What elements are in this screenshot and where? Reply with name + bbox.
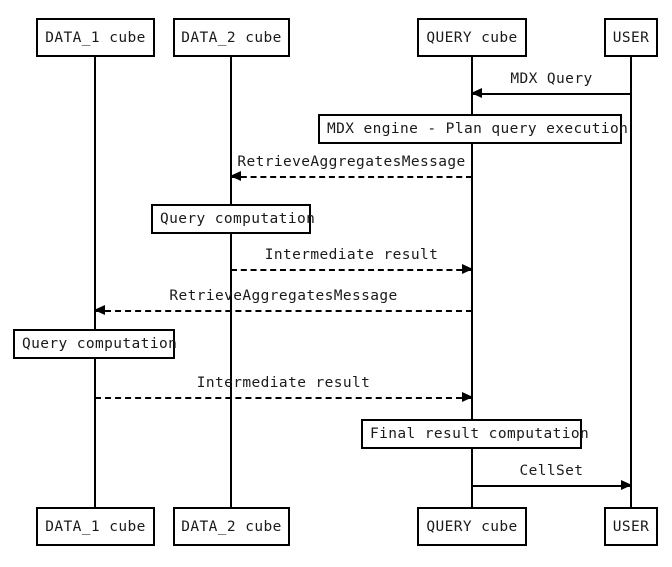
lifeline-head-data2-top[interactable]: DATA_2 cube [173,18,290,57]
lifeline-data1 [94,57,96,507]
lifeline-head-user-bottom[interactable]: USER [604,507,658,546]
message-label: Intermediate result [264,247,439,263]
lifeline-head-data1-top[interactable]: DATA_1 cube [36,18,155,57]
exec-query-comp-1[interactable]: Query computation [13,329,178,359]
exec-final-result[interactable]: Final result computation [361,419,589,449]
message-line [472,485,631,487]
lifeline-label: USER [612,518,650,535]
exec-mdx-engine[interactable]: MDX engine - Plan query execution [318,114,628,144]
lifeline-label: QUERY cube [426,518,518,535]
lifeline-user [630,57,632,507]
exec-query-comp-2[interactable]: Query computation [151,204,315,234]
arrow-head-icon [471,88,482,98]
execution-label: Query computation [160,211,316,227]
message-line [231,269,472,271]
arrow-head-icon [94,305,105,315]
message-line [231,176,472,178]
lifeline-query [471,57,473,507]
message-line [95,397,472,399]
lifeline-label: DATA_1 cube [45,29,146,46]
execution-label: Final result computation [370,426,590,442]
message-line [95,310,472,312]
lifeline-label: DATA_2 cube [181,518,282,535]
message-line [472,93,631,95]
lifeline-data2 [230,57,232,507]
lifeline-head-query-bottom[interactable]: QUERY cube [417,507,527,546]
message-label: Intermediate result [196,375,371,391]
arrow-head-icon [462,264,473,274]
lifeline-head-user-top[interactable]: USER [604,18,658,57]
arrow-head-icon [462,392,473,402]
execution-label: Query computation [22,336,178,352]
arrow-head-icon [230,171,241,181]
lifeline-label: DATA_1 cube [45,518,146,535]
message-label: RetrieveAggregatesMessage [237,154,466,170]
lifeline-head-query-top[interactable]: QUERY cube [417,18,527,57]
message-label: CellSet [519,463,584,479]
lifeline-label: USER [612,29,650,46]
message-label: RetrieveAggregatesMessage [169,288,398,304]
lifeline-head-data1-bottom[interactable]: DATA_1 cube [36,507,155,546]
lifeline-head-data2-bottom[interactable]: DATA_2 cube [173,507,290,546]
lifeline-label: QUERY cube [426,29,518,46]
execution-label: MDX engine - Plan query execution [327,121,629,137]
lifeline-label: DATA_2 cube [181,29,282,46]
arrow-head-icon [621,480,632,490]
message-label: MDX Query [510,71,593,87]
